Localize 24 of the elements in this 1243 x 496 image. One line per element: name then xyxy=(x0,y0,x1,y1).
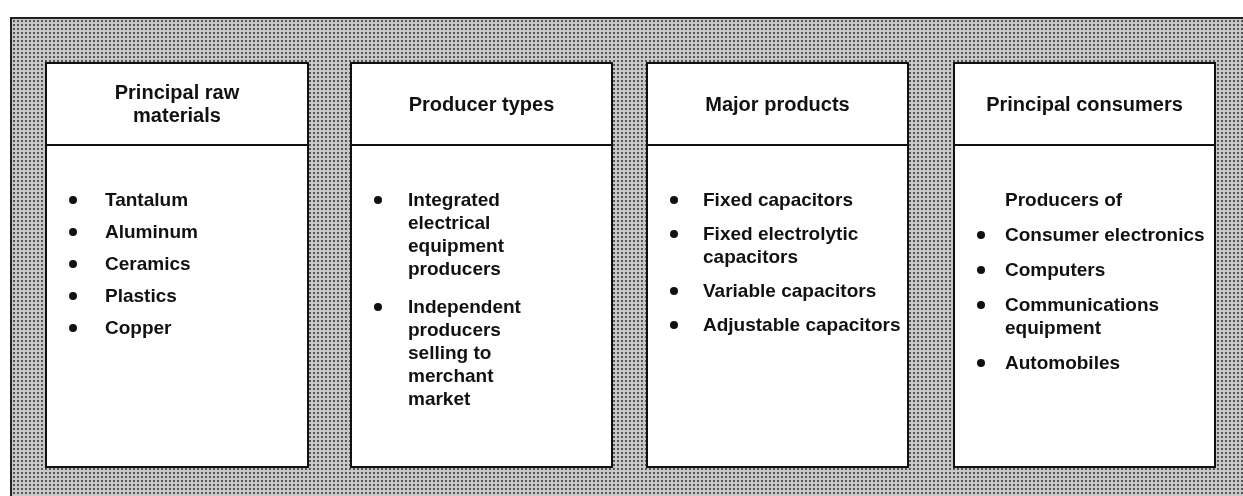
list-item: Independent producers selling to merchant market xyxy=(408,295,522,410)
category-card xyxy=(45,62,309,468)
list-item: Computers xyxy=(1005,258,1106,281)
list-item: Variable capacitors xyxy=(703,279,877,302)
category-card xyxy=(350,62,613,468)
column-heading: Principal raw materials xyxy=(47,64,307,146)
column-heading: Principal consumers xyxy=(955,64,1214,146)
column-heading: Major products xyxy=(648,64,907,146)
list-item: Automobiles xyxy=(1005,351,1121,374)
list-item: Fixed capacitors xyxy=(703,188,853,211)
column-heading: Producer types xyxy=(352,64,611,146)
list-item: Integrated electrical equipment producers xyxy=(408,188,506,280)
list-item: Tantalum xyxy=(105,188,189,211)
list-item: Plastics xyxy=(105,284,177,307)
list-item: Fixed electrolytic capacitors xyxy=(703,222,860,268)
list-item: Communications equipment xyxy=(1005,293,1161,339)
list-item: Aluminum xyxy=(105,220,198,243)
list-item: Consumer electronics xyxy=(1005,223,1205,246)
intro-text: Producers of xyxy=(1005,188,1124,211)
category-card xyxy=(953,62,1216,468)
list-item: Ceramics xyxy=(105,252,191,275)
list-item: Copper xyxy=(105,316,172,339)
list-item: Adjustable capacitors xyxy=(703,313,901,336)
category-card xyxy=(646,62,909,468)
